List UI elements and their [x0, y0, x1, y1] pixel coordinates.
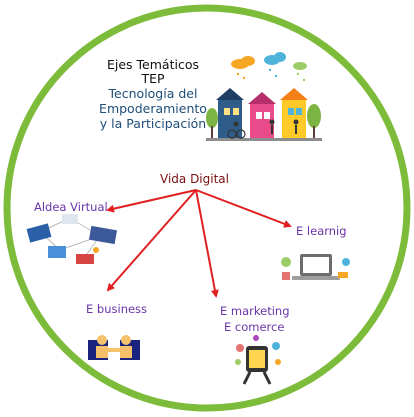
- node-label-aldea-virtual: Aldea Virtual: [34, 200, 108, 214]
- elearning-illustration: [281, 254, 350, 280]
- node-label-emarketing: E marketing: [220, 304, 290, 318]
- arrows: [106, 189, 292, 298]
- emarketing-illustration: [235, 335, 281, 385]
- town-illustration: [206, 52, 322, 141]
- title-line-4: Empoderamiento: [99, 101, 207, 116]
- outer-ring: [3, 4, 411, 412]
- node-label-ebusiness: E business: [86, 302, 148, 316]
- ebusiness-illustration: [88, 335, 140, 360]
- aldea-virtual-illustration: [26, 214, 118, 264]
- title-line-3: Tecnología del: [108, 86, 198, 101]
- title-block: Ejes Temáticos TEP Tecnología del Empode…: [92, 57, 214, 132]
- center-label-vida-digital: Vida Digital: [160, 172, 229, 186]
- node-label-elearning: E learnig: [296, 224, 347, 238]
- title-line-1: Ejes Temáticos: [107, 57, 199, 72]
- title-line-5: y la Participación: [99, 116, 207, 131]
- arrow-to-ebusiness: [106, 189, 197, 292]
- node-label-ecomerce: E comerce: [224, 320, 285, 334]
- arrow-to-emarketing: [195, 189, 219, 298]
- arrow-to-aldea: [106, 189, 197, 213]
- title-line-2: TEP: [141, 71, 165, 86]
- arrow-to-elearning: [195, 189, 292, 228]
